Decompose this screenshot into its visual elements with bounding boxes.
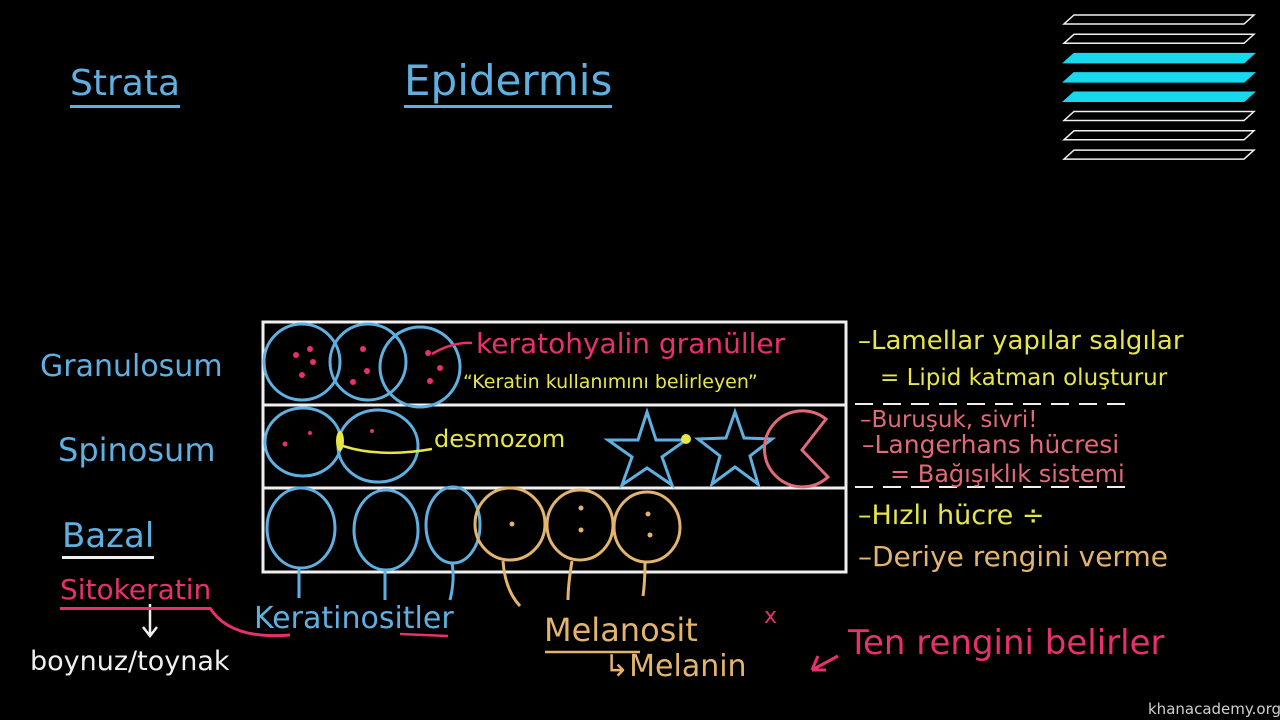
deriye-note: –Deriye rengini verme (858, 540, 1168, 573)
keratinosit-underline (399, 632, 449, 638)
hizli-note: –Hızlı hücre ÷ (858, 500, 1045, 531)
spinosum-cell (336, 408, 420, 484)
layer-label-bazal: Bazal (62, 519, 155, 559)
strata-bar (1062, 14, 1256, 25)
spinosum-star-cell (693, 407, 777, 488)
desmosome (336, 431, 344, 451)
layer-label-spinosum: Spinosum (58, 431, 216, 469)
melanin-label: ↳Melanin (604, 649, 747, 684)
keratohyalin-pointer (431, 341, 473, 356)
granulosum-cell (262, 322, 342, 402)
keratin-quote-label: “Keratin kullanımını belirleyen” (463, 371, 758, 393)
epidermis-box (261, 320, 848, 574)
keratinocyte-cells (265, 485, 482, 601)
bagisiklik-note: = Bağışıklık sistemi (890, 460, 1125, 488)
strata-bar (1062, 110, 1256, 122)
melanosit-x-mark: x (764, 604, 778, 629)
strata-bar-highlighted (1062, 72, 1256, 83)
strata-label: Strata (70, 66, 181, 108)
left-arrow-icon (810, 654, 839, 672)
granulosum-cell (328, 322, 408, 402)
desmozom-pointer (342, 444, 433, 455)
sitokeratin-link (208, 607, 291, 638)
desmozom-label: desmozom (434, 425, 566, 453)
melanosit-label: Melanosit (544, 611, 698, 649)
strata-bar (1062, 130, 1256, 141)
strata-bar (1062, 33, 1256, 45)
layer-label-granulosum: Granulosum (40, 349, 223, 384)
langerhans-cell-icon (763, 409, 831, 489)
spinosum-dots (282, 429, 374, 447)
desmosome (681, 434, 691, 444)
strata-bar (1062, 149, 1256, 160)
sitokeratin-label: Sitokeratin (60, 576, 212, 610)
langerhans-note: –Langerhans hücresi (862, 430, 1120, 459)
watermark: khanacademy.org (1148, 700, 1280, 718)
burusuk-note: –Buruşuk, sivri! (860, 407, 1038, 433)
boynuz-label: boynuz/toynak (30, 646, 230, 677)
strata-bar-highlighted (1062, 91, 1256, 102)
lamellar-note: –Lamellar yapılar salgılar (858, 326, 1184, 356)
spinosum-star-cell (603, 407, 691, 489)
melanocyte-nuclei (509, 505, 653, 538)
melanocyte-cells (473, 486, 682, 608)
granulosum-cell (378, 325, 462, 409)
epidermis-title: Epidermis (404, 60, 613, 108)
strata-layers-icon (1062, 14, 1256, 160)
spinosum-cell (263, 406, 343, 478)
keratinositler-label: Keratinositler (254, 601, 454, 636)
keratohyalin-label: keratohyalin granüller (476, 327, 786, 360)
keratohyalin-granules (293, 346, 443, 385)
strata-bar-highlighted (1062, 52, 1256, 64)
lipid-note: = Lipid katman oluşturur (880, 365, 1168, 391)
granulosum-cells (262, 322, 462, 409)
ten-rengini-label: Ten rengini belirler (848, 623, 1165, 663)
